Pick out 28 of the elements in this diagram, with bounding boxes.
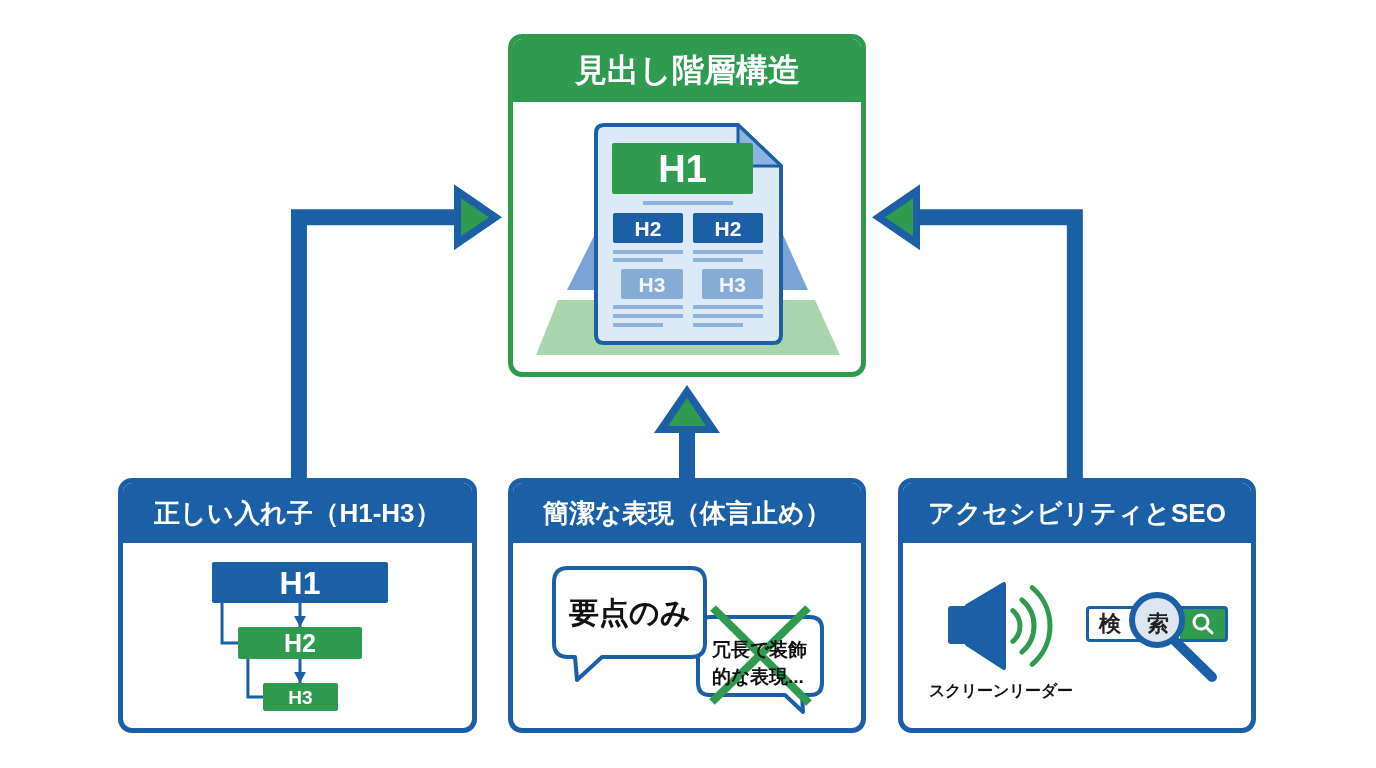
panel-heading: アクセシビリティとSEO <box>903 483 1251 543</box>
panel-heading: 簡潔な表現（体言止め） <box>513 483 861 543</box>
panel-heading: 正しい入れ子（H1-H3） <box>123 483 472 543</box>
bubble-text: 要点のみ <box>568 594 691 631</box>
panel-heading: 見出し階層構造 <box>513 39 861 102</box>
connector-line <box>220 603 238 645</box>
icon-caption: スクリーンリーダー <box>929 681 1073 701</box>
panel-card <box>898 478 1256 733</box>
heading-box: H3 <box>263 683 338 711</box>
heading-box: H1 <box>612 143 753 194</box>
panel-card <box>118 478 477 733</box>
speech-bubble <box>552 566 707 683</box>
panel-card <box>508 34 866 377</box>
arrow <box>294 659 306 683</box>
arrow <box>872 184 1083 478</box>
heading-box: H3 <box>702 269 763 299</box>
arrow <box>654 385 720 478</box>
search-text: 検索 <box>1099 610 1169 638</box>
heading-box: H3 <box>621 269 683 299</box>
heading-box: H2 <box>693 213 763 243</box>
arrow <box>294 603 306 627</box>
heading-box: H1 <box>212 562 388 603</box>
heading-box: H2 <box>238 627 362 659</box>
panel-card <box>508 478 866 733</box>
connector-line <box>246 659 263 699</box>
arrow <box>290 184 502 478</box>
heading-box: H2 <box>613 213 683 243</box>
speech-bubble <box>696 615 824 714</box>
